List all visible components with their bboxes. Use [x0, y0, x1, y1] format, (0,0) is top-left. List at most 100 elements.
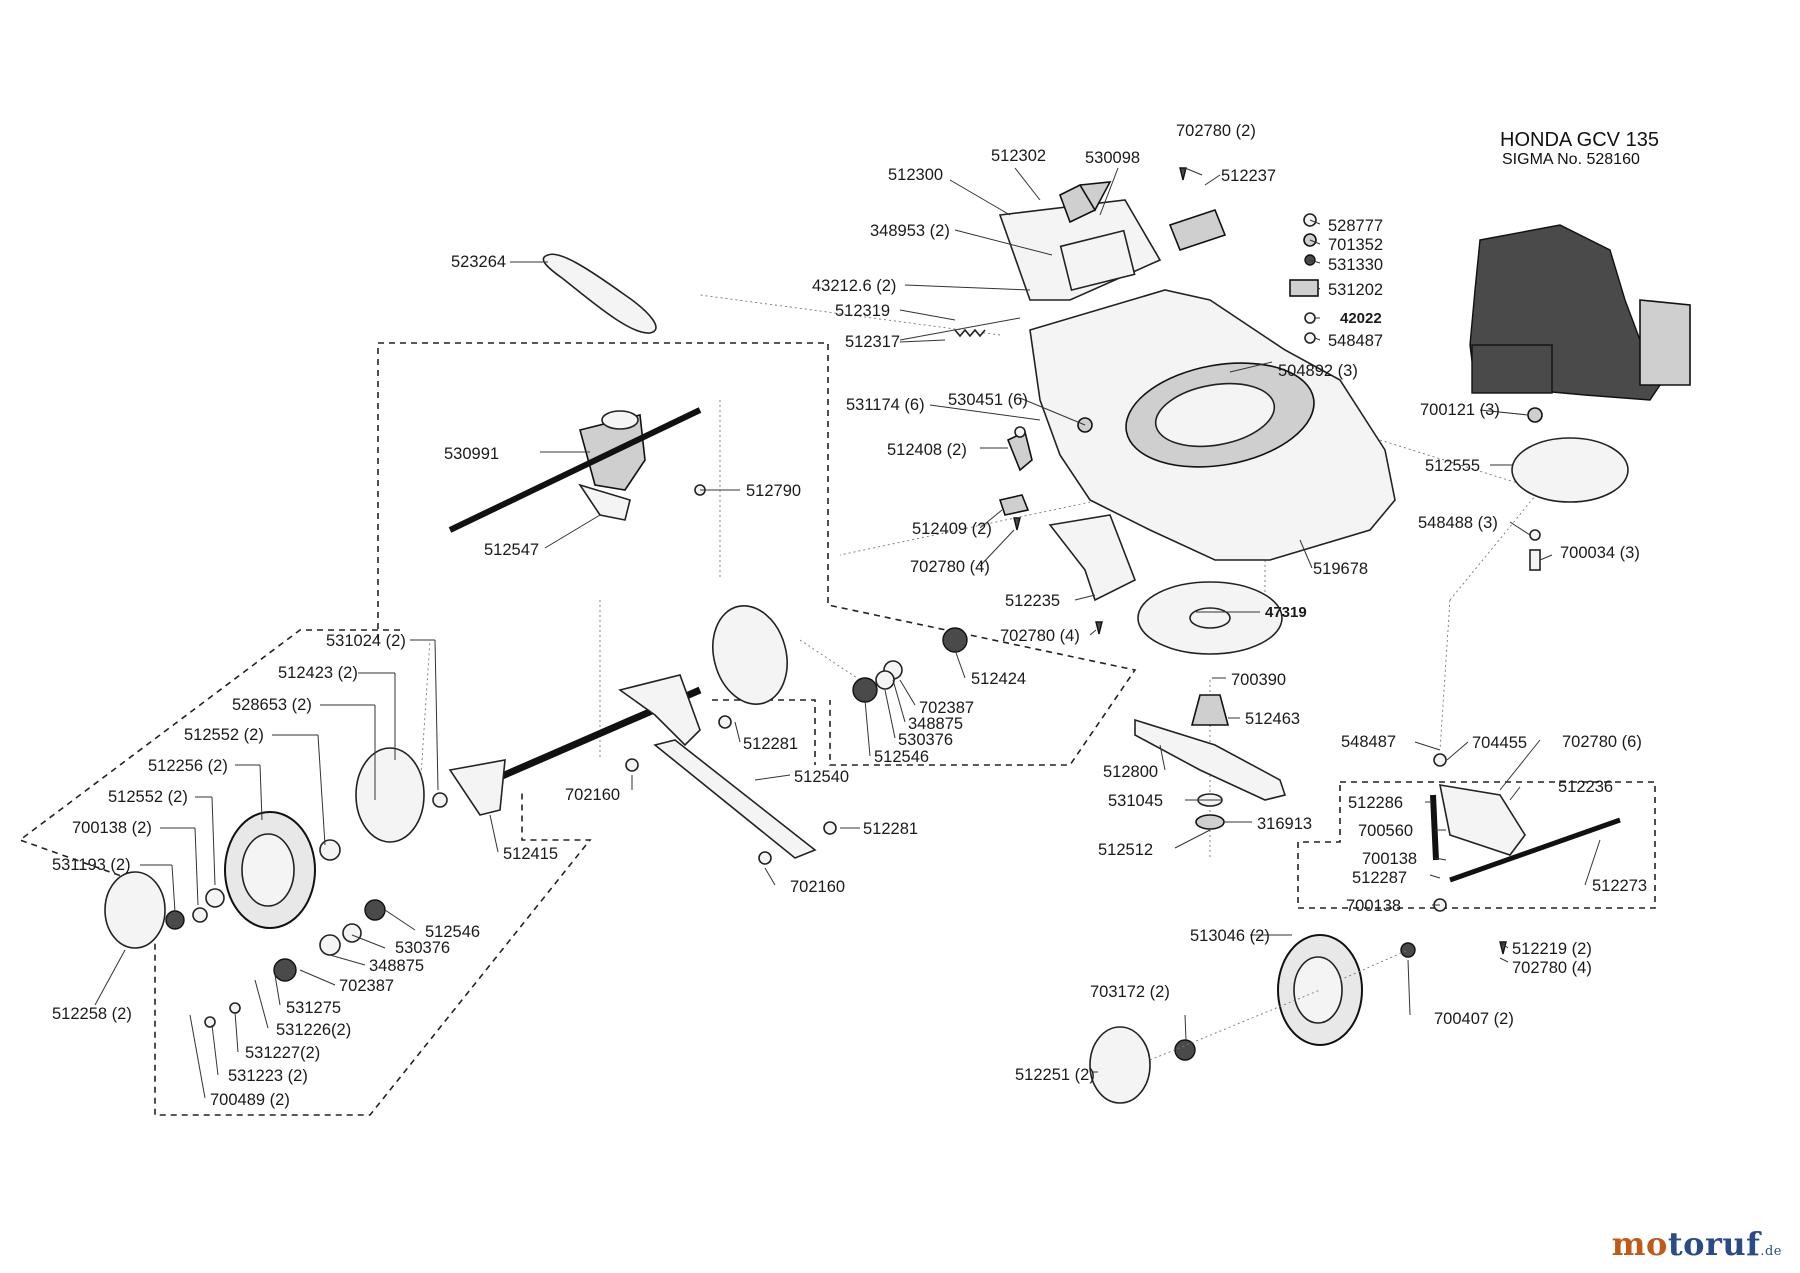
callout-label: 512552 (2) — [108, 788, 188, 806]
callout-label: 512546 — [874, 748, 929, 766]
callout-label: 512423 (2) — [278, 664, 358, 682]
callout-label: 700138 — [1362, 850, 1417, 868]
callout-label: 702160 — [790, 878, 845, 896]
callout-label: 531226(2) — [276, 1021, 351, 1039]
assembly-lines — [419, 294, 1541, 860]
callout-label: 700390 — [1231, 671, 1286, 689]
callout-label: 512463 — [1245, 710, 1300, 728]
callout-label: 348875 — [369, 957, 424, 975]
callout-label: 512300 — [888, 166, 943, 184]
left-inner-disc-528653 — [355, 747, 425, 843]
callout-label: 528777 — [1328, 217, 1383, 235]
callout-label: 348875 — [908, 715, 963, 733]
gearbox-shaft — [448, 407, 702, 533]
callout-label: 512409 (2) — [912, 520, 992, 538]
callout-label: 512555 — [1425, 457, 1480, 475]
callout-label: 702387 — [339, 977, 394, 995]
callout-label: 528653 (2) — [232, 696, 312, 714]
callout-label: 530098 — [1085, 149, 1140, 167]
callout-label: 531223 (2) — [228, 1067, 308, 1085]
callout-label: 519678 — [1313, 560, 1368, 578]
pinion-512424 — [942, 627, 968, 653]
left-hubcap-512258 — [104, 871, 166, 949]
callout-label: 531202 — [1328, 281, 1383, 299]
callout-label: 512317 — [845, 333, 900, 351]
callout-label: 548487 — [1341, 733, 1396, 751]
mower-blade — [1134, 718, 1287, 801]
gearbox-pulley — [601, 410, 639, 430]
callout-label: 531024 (2) — [326, 632, 406, 650]
callout-label: 702780 (4) — [1512, 959, 1592, 977]
callout-label: 512552 (2) — [184, 726, 264, 744]
callout-label: 512546 — [425, 923, 480, 941]
front-axle-group-outline — [712, 699, 816, 765]
engine-subtitle: SIGMA No. 528160 — [1502, 151, 1640, 168]
callout-label: 512281 — [863, 820, 918, 838]
callout-label: 530991 — [444, 445, 499, 463]
parts — [104, 167, 1691, 1104]
callout-label: 513046 (2) — [1190, 927, 1270, 945]
callout-label: 42022 — [1340, 310, 1382, 327]
callout-label: 512424 — [971, 670, 1026, 688]
callout-label: 512408 (2) — [887, 441, 967, 459]
axle-lever — [448, 759, 506, 816]
callout-label: 700034 (3) — [1560, 544, 1640, 562]
callout-label: 512235 — [1005, 592, 1060, 610]
callout-label: 512219 (2) — [1512, 940, 1592, 958]
engine-tank — [1471, 344, 1553, 394]
callout-label: 704455 — [1472, 734, 1527, 752]
rear-flap — [1438, 784, 1526, 856]
callout-label: 512281 — [743, 735, 798, 753]
deck-opening-inner — [1154, 382, 1276, 448]
front-shaft — [653, 739, 817, 859]
bracket-512235 — [1048, 514, 1137, 602]
ring-530376 — [875, 670, 895, 690]
callout-label: 512302 — [991, 147, 1046, 165]
callout-label: 531193 (2) — [52, 856, 131, 874]
callout-label: 348953 (2) — [870, 222, 950, 240]
drive-belt — [542, 253, 657, 334]
callout-label: 530451 (6) — [948, 391, 1028, 409]
brand-part2: toruf — [1667, 1225, 1761, 1263]
grass-box-window — [1059, 229, 1136, 292]
brand-part1: mo — [1611, 1225, 1668, 1263]
brand-tld: .de — [1760, 1244, 1782, 1259]
callout-label: 548488 (3) — [1418, 514, 1498, 532]
rear-flap-group-outline — [1297, 781, 1656, 909]
callout-label: 512258 (2) — [52, 1005, 132, 1023]
callout-label: 512287 — [1352, 869, 1407, 887]
lid-handle — [1059, 181, 1112, 224]
callout-label: 512547 — [484, 541, 539, 559]
callout-label: 700121 (3) — [1420, 401, 1500, 419]
callout-label: 43212.6 (2) — [812, 277, 896, 295]
callout-label: 702387 — [919, 699, 974, 717]
callout-label: 548487 — [1328, 332, 1383, 350]
callout-label: 531275 — [286, 999, 341, 1017]
leader-lines — [94, 167, 1601, 1099]
spring — [954, 328, 986, 338]
callout-label: 702780 (2) — [1176, 122, 1256, 140]
callout-label: 702780 (4) — [910, 558, 990, 576]
callout-label: 702780 (4) — [1000, 627, 1080, 645]
callout-label: 701352 — [1328, 236, 1383, 254]
callout-label: 512540 — [794, 768, 849, 786]
callout-label: 531045 — [1108, 792, 1163, 810]
callout-label: 316913 — [1257, 815, 1312, 833]
callout-labels: 702780 (2) 512302 530098 512300 512237 3… — [52, 122, 1647, 1109]
callout-label: 512273 — [1592, 877, 1647, 895]
engine-title: HONDA GCV 135 — [1500, 129, 1659, 151]
rear-axle-512273 — [1449, 817, 1621, 883]
gear-512546 — [852, 677, 878, 703]
pin-512286 — [1430, 794, 1439, 861]
rear-cover — [1168, 209, 1227, 251]
callout-label: 512319 — [835, 302, 890, 320]
callout-label: 512415 — [503, 845, 558, 863]
left-wheel-rim — [241, 833, 295, 907]
callout-label: 512286 — [1348, 794, 1403, 812]
callout-label: 703172 (2) — [1090, 983, 1170, 1001]
callout-label: 702160 — [565, 786, 620, 804]
callout-label: 700489 (2) — [210, 1091, 290, 1109]
callout-label: 512251 (2) — [1015, 1066, 1095, 1084]
callout-label: 530376 — [395, 939, 450, 957]
